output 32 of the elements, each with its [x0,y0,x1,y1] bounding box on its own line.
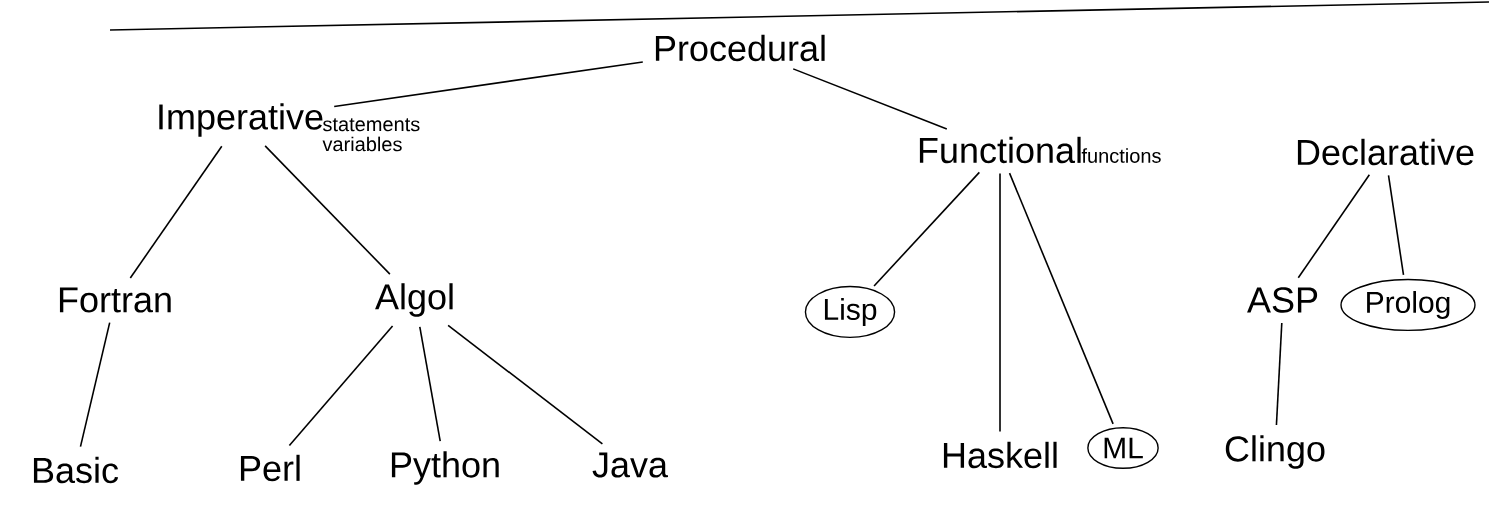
connector-line [288,325,394,447]
node-label: Perl [240,454,300,482]
connector-line [447,324,604,445]
node-label: Declarative [1297,138,1474,166]
connector-line [999,172,1001,433]
node-label: Procedural [655,34,825,62]
node-label: Basic [33,456,119,484]
node-label: Haskell [943,441,1057,469]
connector-line [1297,173,1371,279]
annotation: functions [1081,148,1161,163]
connector-line [333,61,644,108]
connector-line [1387,174,1405,276]
node-label: Python [391,451,499,485]
annotation: statements variables [322,118,420,152]
node-label: Fortran [59,287,171,313]
connector-line [79,321,111,448]
connector-line [129,145,223,279]
node-label: Java [592,452,668,478]
circled-label: Prolog [1340,278,1476,332]
node-label: Clingo [1225,435,1325,469]
circled-label: ML [1087,427,1159,469]
connector-line [1008,172,1114,425]
node-label: Imperative [159,103,323,137]
node-label: ASP [1247,287,1318,313]
connector-line [873,171,981,287]
connector-line [419,326,441,442]
circled-label: Lisp [804,285,896,339]
connector-line [792,68,948,130]
connector-line [264,145,391,275]
node-label: Functional [919,136,1081,164]
node-label: Algol [375,283,453,317]
connector-line [1275,322,1283,426]
